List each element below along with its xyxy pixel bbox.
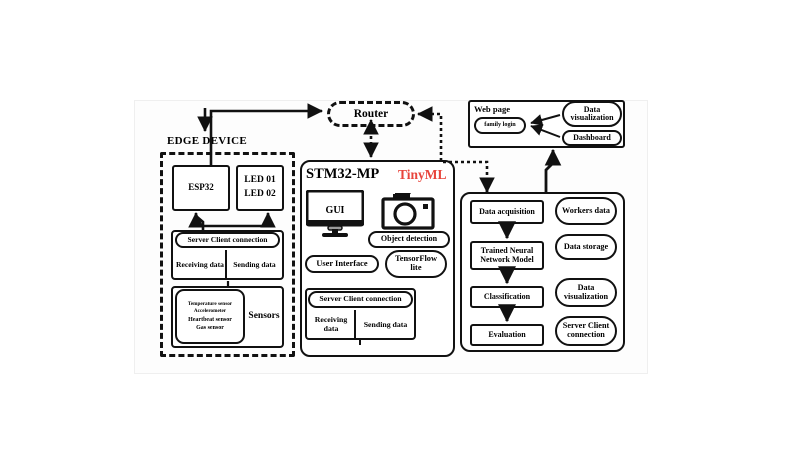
dashboard-node[interactable]: Dashboard bbox=[562, 130, 622, 146]
web-page-title: Web page bbox=[474, 104, 511, 114]
object-detection-node[interactable]: Object detection bbox=[368, 231, 450, 248]
evaluation-node[interactable]: Evaluation bbox=[470, 324, 544, 346]
trained-nn-label: Trained Neural Network Model bbox=[480, 246, 534, 264]
sensors-label: Sensors bbox=[248, 311, 280, 321]
stm32-receiving-data[interactable]: Receiving data bbox=[308, 310, 356, 338]
stm32-receiving-label: Receiving data bbox=[314, 315, 348, 333]
stm32-sending-data[interactable]: Sending data bbox=[357, 310, 414, 338]
workers-data-label: Workers data bbox=[562, 205, 610, 215]
tensorflow-lite-label: TensorFlow lite bbox=[394, 254, 438, 272]
classification-label: Classification bbox=[483, 291, 531, 301]
classification-node[interactable]: Classification bbox=[470, 286, 544, 308]
family-login-label: family login bbox=[484, 121, 516, 129]
edge-receiving-label: Receiving data bbox=[176, 259, 224, 269]
data-visualization-web-label: Data visualization bbox=[570, 104, 614, 122]
data-visualization-server-label: Data visualization bbox=[563, 282, 609, 301]
led-node[interactable]: LED 01 LED 02 bbox=[236, 165, 284, 211]
esp32-node[interactable]: ESP32 bbox=[172, 165, 230, 211]
sensor-item-2: Heartbeat sensor bbox=[188, 316, 232, 323]
stm32-server-client-connection[interactable]: Server Client connection bbox=[308, 291, 413, 308]
dashboard-label: Dashboard bbox=[573, 132, 611, 142]
data-visualization-server-node[interactable]: Data visualization bbox=[555, 278, 617, 307]
workers-data-node[interactable]: Workers data bbox=[555, 197, 617, 225]
tensorflow-lite-node[interactable]: TensorFlow lite bbox=[385, 250, 447, 278]
data-acquisition-label: Data acquisition bbox=[479, 206, 535, 216]
edge-server-client-connection[interactable]: Server Client connection bbox=[175, 232, 280, 248]
stm32-sending-label: Sending data bbox=[363, 319, 408, 329]
server-client-connection-node[interactable]: Server Client connection bbox=[555, 316, 617, 346]
data-storage-node[interactable]: Data storage bbox=[555, 234, 617, 260]
stm32-title: STM32-MP bbox=[306, 166, 380, 182]
sensor-item-3: Gas sensor bbox=[196, 324, 224, 331]
edge-sending-data[interactable]: Sending data bbox=[228, 250, 281, 278]
trained-neural-network-model-node[interactable]: Trained Neural Network Model bbox=[470, 241, 544, 270]
object-detection-label: Object detection bbox=[380, 234, 438, 244]
user-interface-node[interactable]: User Interface bbox=[305, 255, 379, 273]
data-visualization-web-node[interactable]: Data visualization bbox=[562, 101, 622, 127]
gui-label: GUI bbox=[325, 204, 345, 216]
esp32-label: ESP32 bbox=[188, 182, 214, 193]
edge-sending-label: Sending data bbox=[233, 259, 276, 269]
gui-monitor-icon bbox=[305, 189, 365, 238]
edge-device-title: EDGE DEVICE bbox=[167, 135, 248, 147]
stm32-tinyml-label: TinyML bbox=[398, 167, 447, 182]
router-label: Router bbox=[353, 108, 389, 120]
data-storage-label: Data storage bbox=[563, 241, 609, 251]
server-scc-label: Server Client connection bbox=[562, 321, 610, 339]
family-login-node[interactable]: family login bbox=[474, 117, 526, 134]
data-acquisition-node[interactable]: Data acquisition bbox=[470, 200, 544, 224]
sensor-item-1: Accelerometer bbox=[193, 308, 227, 315]
user-interface-label: User Interface bbox=[316, 258, 368, 268]
edge-scc-label: Server Client connection bbox=[187, 235, 268, 245]
evaluation-label: Evaluation bbox=[488, 329, 526, 339]
stm32-scc-label: Server Client connection bbox=[319, 294, 402, 304]
edge-receiving-data[interactable]: Receiving data bbox=[175, 250, 227, 278]
sensor-item-0: Temperature sensor bbox=[187, 300, 233, 307]
led02-label: LED 02 bbox=[244, 189, 276, 199]
sensors-list-box[interactable]: Temperature sensor Accelerometer Heartbe… bbox=[175, 289, 245, 344]
camera-icon bbox=[381, 192, 435, 230]
led01-label: LED 01 bbox=[244, 175, 276, 186]
